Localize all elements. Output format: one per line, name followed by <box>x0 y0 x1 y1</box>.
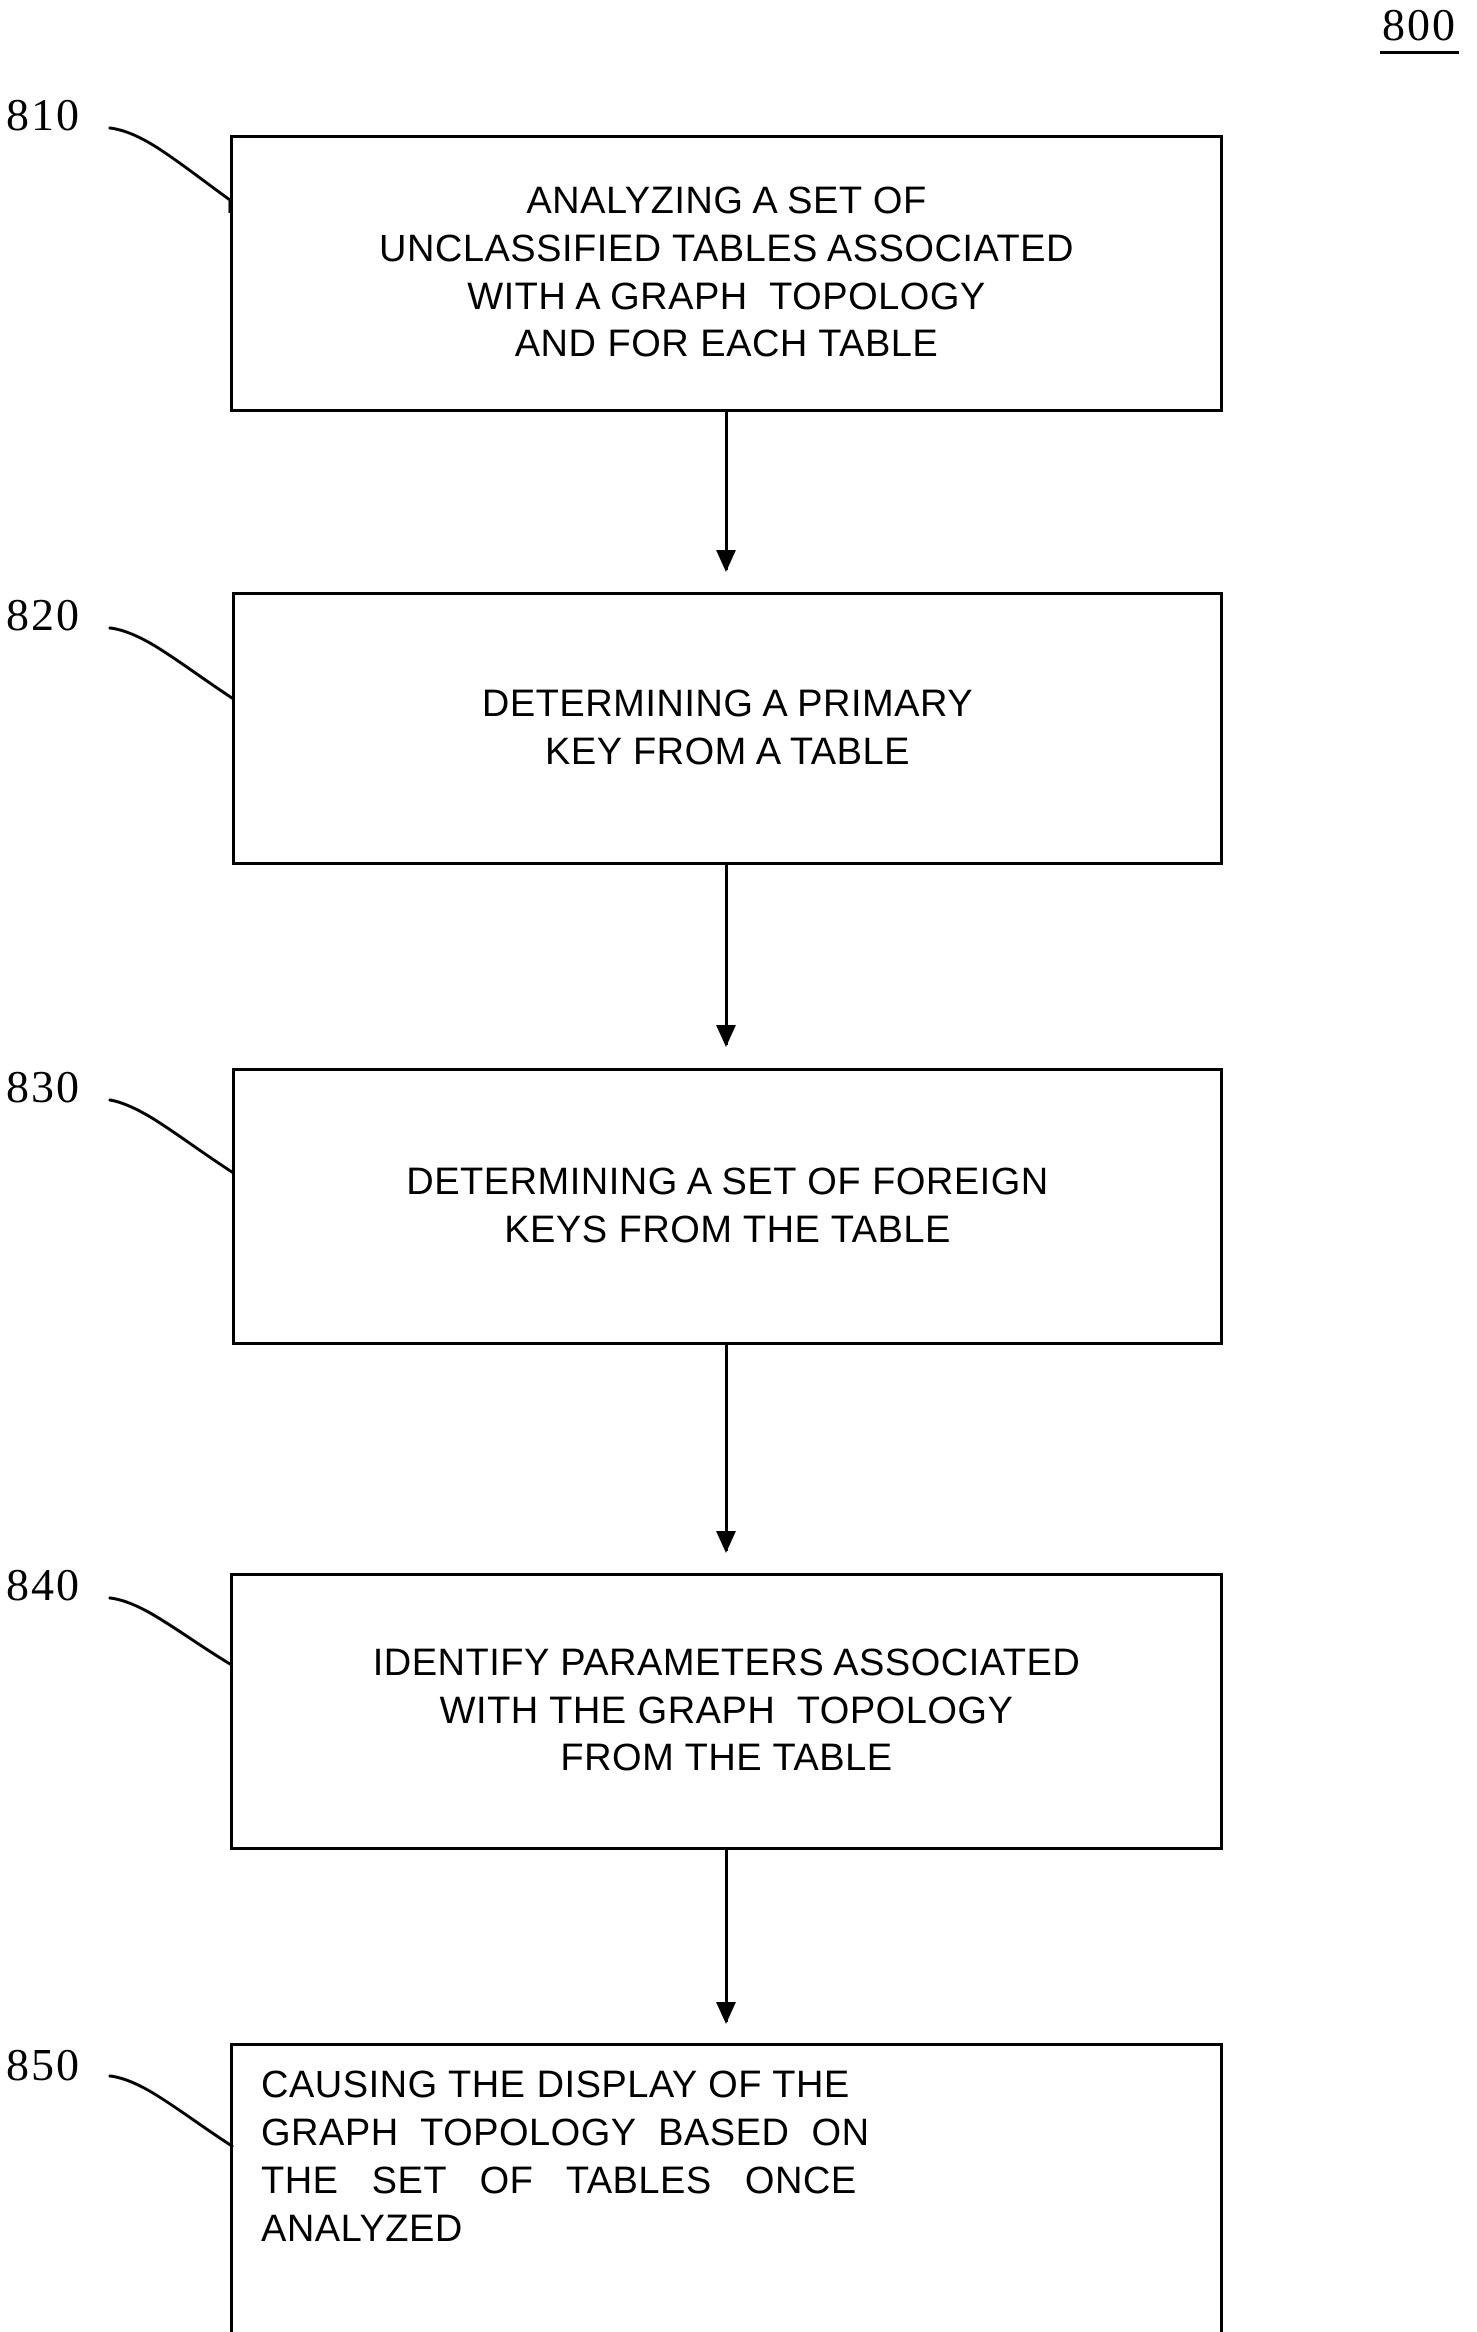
process-box-820-line-1: DETERMINING A PRIMARY <box>481 682 974 725</box>
leader-line-830 <box>108 1090 243 1185</box>
process-box-830-line-2: KEYS FROM THE TABLE <box>504 1208 951 1251</box>
reference-label-830: 830 <box>6 1061 81 1112</box>
leader-line-850 <box>108 2068 243 2163</box>
arrowhead-icon <box>716 1531 736 1553</box>
connector-arrow-810-to-820 <box>716 412 736 572</box>
process-box-850-line-2: GRAPH TOPOLOGY BASED ON <box>261 2111 870 2154</box>
process-box-850-line-4: ANALYZED <box>261 2207 463 2250</box>
process-box-850-line-1: CAUSING THE DISPLAY OF THE <box>261 2064 850 2106</box>
leader-line-810 <box>108 118 243 213</box>
process-box-850-line-3: THE SET OF TABLES ONCE <box>261 2159 857 2202</box>
process-box-820[interactable]: DETERMINING A PRIMARY KEY FROM A TABLE <box>232 592 1223 865</box>
leader-line-820 <box>108 618 243 713</box>
reference-label-840: 840 <box>6 1559 81 1610</box>
process-box-820-line-2: KEY FROM A TABLE <box>545 730 910 773</box>
figure-number: 800 <box>1380 2 1459 54</box>
process-box-830[interactable]: DETERMINING A SET OF FOREIGN KEYS FROM T… <box>232 1068 1223 1345</box>
reference-label-850: 850 <box>6 2039 81 2090</box>
process-box-850[interactable]: CAUSING THE DISPLAY OF THE GRAPH TOPOLOG… <box>230 2043 1223 2332</box>
process-box-840-line-3: FROM THE TABLE <box>560 1737 893 1780</box>
reference-label-820: 820 <box>6 589 81 640</box>
process-box-840-line-2: WITH THE GRAPH TOPOLOGY <box>439 1689 1014 1732</box>
process-box-830-line-1: DETERMINING A SET OF FOREIGN <box>406 1160 1049 1203</box>
process-box-810-line-3: WITH A GRAPH TOPOLOGY <box>467 275 986 318</box>
process-box-810-line-4: AND FOR EACH TABLE <box>514 323 939 366</box>
process-box-810[interactable]: ANALYZING A SET OF UNCLASSIFIED TABLES A… <box>230 135 1223 412</box>
arrowhead-icon <box>716 550 736 572</box>
connector-arrow-840-to-850 <box>716 1850 736 2024</box>
connector-arrow-820-to-830 <box>716 865 736 1047</box>
arrowhead-icon <box>716 2002 736 2024</box>
process-box-810-line-2: UNCLASSIFIED TABLES ASSOCIATED <box>379 227 1074 270</box>
reference-label-810: 810 <box>6 89 81 140</box>
process-box-810-line-1: ANALYZING A SET OF <box>526 179 927 222</box>
process-box-840-line-1: IDENTIFY PARAMETERS ASSOCIATED <box>372 1641 1081 1684</box>
arrowhead-icon <box>716 1025 736 1047</box>
leader-line-840 <box>108 1588 243 1683</box>
connector-arrow-830-to-840 <box>716 1345 736 1553</box>
process-box-840[interactable]: IDENTIFY PARAMETERS ASSOCIATED WITH THE … <box>230 1573 1223 1850</box>
